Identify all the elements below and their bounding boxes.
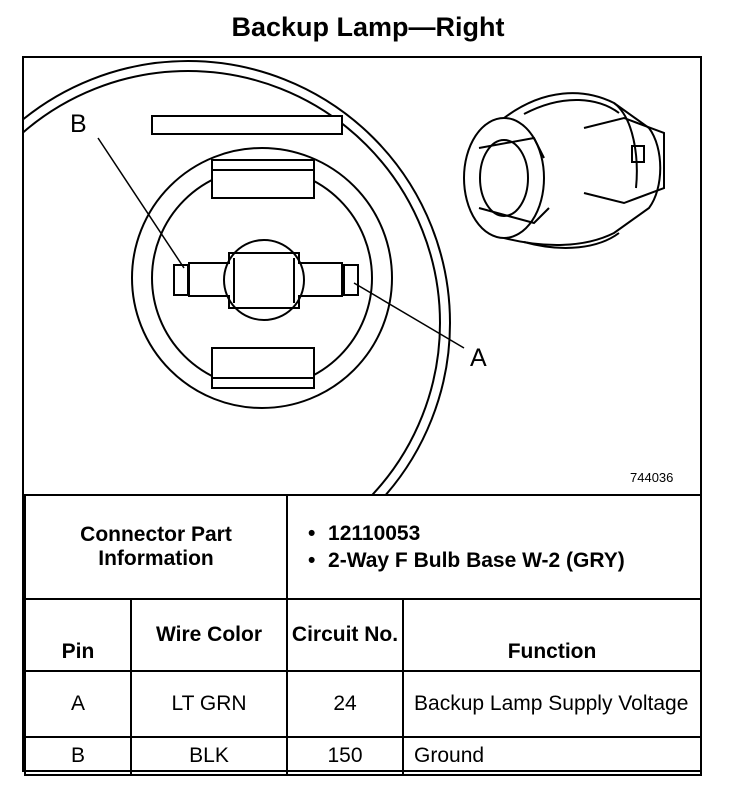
pin-cell: A xyxy=(24,670,132,738)
table-row: A LT GRN 24 Backup Lamp Supply Voltage xyxy=(24,670,703,738)
part-description: 2-Way F Bulb Base W-2 (GRY) xyxy=(308,547,700,574)
pin-cell: B xyxy=(24,736,132,776)
function-cell: Ground xyxy=(402,736,703,776)
figure-id: 744036 xyxy=(630,470,674,485)
function-cell: Backup Lamp Supply Voltage xyxy=(402,670,703,738)
label-b: B xyxy=(70,110,87,138)
bulb-socket-illustration xyxy=(463,92,665,249)
connector-part-row: Connector Part Information 12110053 2-Wa… xyxy=(23,494,703,600)
col-header-pin: Pin xyxy=(24,598,132,672)
leader-line-b xyxy=(97,137,185,269)
col-header-function: Function xyxy=(402,598,703,672)
connector-part-header: Connector Part Information xyxy=(23,494,289,600)
connector-drawing xyxy=(24,60,665,494)
wire-color-cell: LT GRN xyxy=(129,670,289,738)
table-row: B BLK 150 Ground xyxy=(24,736,703,776)
connector-figure: B A 744036 xyxy=(24,58,700,494)
leader-line-a xyxy=(353,282,465,349)
connector-part-details: 12110053 2-Way F Bulb Base W-2 (GRY) xyxy=(286,494,703,600)
col-header-wire-color: Wire Color xyxy=(129,598,289,672)
wire-color-cell: BLK xyxy=(129,736,289,776)
part-number: 12110053 xyxy=(308,520,700,547)
circuit-cell: 150 xyxy=(286,736,405,776)
page-title: Backup Lamp—Right xyxy=(231,12,505,42)
circuit-cell: 24 xyxy=(286,670,405,738)
label-a: A xyxy=(470,344,487,372)
connector-face xyxy=(24,60,451,494)
connector-info-table: Connector Part Information 12110053 2-Wa… xyxy=(23,494,703,776)
connector-frame: B A 744036 Connector Part Information 12… xyxy=(22,56,703,776)
col-header-circuit: Circuit No. xyxy=(286,598,405,672)
pin-table-header: Pin Wire Color Circuit No. Function xyxy=(24,598,703,672)
